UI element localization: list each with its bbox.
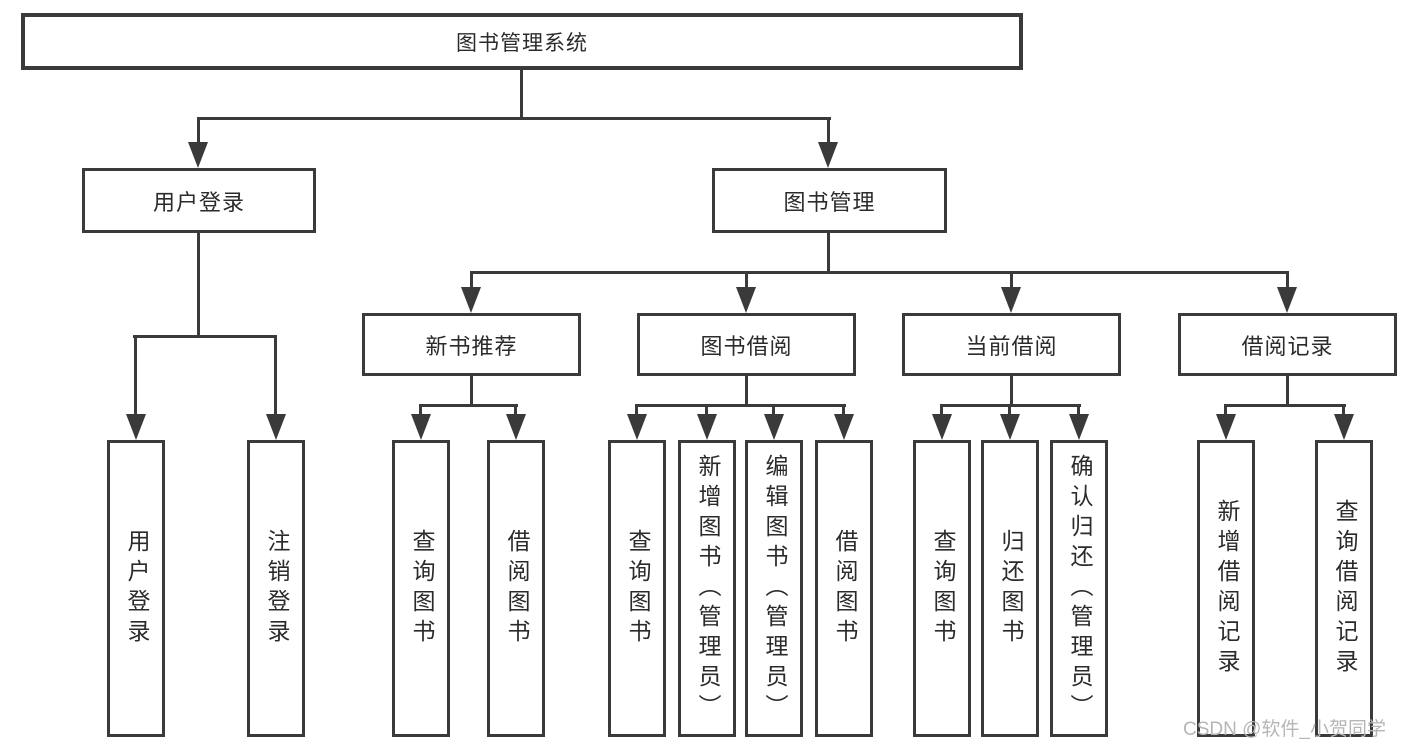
connector-arrow	[188, 142, 208, 168]
connector-line	[940, 404, 943, 416]
leaf-query-books-recommend: 查询图书	[392, 440, 450, 737]
node-book-borrowing: 图书借阅	[637, 313, 856, 376]
connector-arrow	[411, 414, 431, 440]
connector-arrow	[1216, 414, 1236, 440]
connector-line	[1010, 271, 1013, 289]
node-book-management: 图书管理	[712, 168, 947, 233]
connector-line	[1224, 404, 1346, 407]
connector-line	[635, 404, 638, 416]
connector-line	[1008, 404, 1011, 416]
connector-line	[827, 117, 830, 145]
connector-arrow	[834, 414, 854, 440]
connector-line	[1077, 404, 1080, 416]
node-user-login: 用户登录	[82, 168, 316, 233]
connector-arrow	[932, 414, 952, 440]
connector-arrow	[1069, 414, 1089, 440]
connector-arrow	[461, 287, 481, 313]
connector-line	[842, 404, 845, 416]
connector-line	[197, 117, 200, 145]
node-borrowing-records: 借阅记录	[1178, 313, 1397, 376]
connector-line	[197, 233, 200, 337]
connector-line	[745, 271, 748, 289]
connector-line	[470, 376, 473, 406]
csdn-watermark: CSDN @软件_小贺同学	[1183, 719, 1386, 740]
connector-line	[1342, 404, 1345, 416]
connector-arrow	[1001, 287, 1021, 313]
leaf-confirm-return-admin: 确认归还（管理员）	[1050, 440, 1108, 737]
connector-line	[419, 404, 518, 407]
leaf-borrow-books-recommend: 借阅图书	[487, 440, 545, 737]
node-current-borrowing: 当前借阅	[902, 313, 1121, 376]
leaf-user-login: 用户登录	[107, 440, 165, 737]
connector-line	[1224, 404, 1227, 416]
connector-line	[1286, 271, 1289, 289]
leaf-query-borrow-record: 查询借阅记录	[1315, 440, 1373, 737]
leaf-edit-books-admin: 编辑图书（管理员）	[745, 440, 803, 737]
leaf-return-books: 归还图书	[981, 440, 1039, 737]
connector-arrow	[1277, 287, 1297, 313]
leaf-logout: 注销登录	[247, 440, 305, 737]
connector-line	[827, 233, 830, 274]
connector-line	[134, 335, 137, 418]
connector-line	[197, 117, 831, 120]
connector-line	[274, 335, 277, 418]
leaf-add-borrow-record: 新增借阅记录	[1197, 440, 1255, 737]
connector-line	[419, 404, 422, 416]
leaf-query-books-current: 查询图书	[913, 440, 971, 737]
connector-line	[520, 70, 523, 120]
connector-arrow	[736, 287, 756, 313]
connector-arrow	[1334, 414, 1354, 440]
connector-line	[133, 335, 277, 338]
connector-arrow	[506, 414, 526, 440]
connector-arrow	[126, 414, 146, 440]
node-new-book-recommend: 新书推荐	[362, 313, 581, 376]
leaf-query-books-borrowing: 查询图书	[608, 440, 666, 737]
connector-line	[470, 271, 473, 289]
connector-arrow	[266, 414, 286, 440]
connector-arrow	[627, 414, 647, 440]
connector-line	[1010, 376, 1013, 406]
connector-arrow	[818, 142, 838, 168]
leaf-add-books-admin: 新增图书（管理员）	[678, 440, 736, 737]
leaf-borrow-books: 借阅图书	[815, 440, 873, 737]
connector-line	[1286, 376, 1289, 406]
connector-line	[745, 376, 748, 406]
connector-arrow	[764, 414, 784, 440]
connector-line	[705, 404, 708, 416]
connector-line	[772, 404, 775, 416]
connector-arrow	[697, 414, 717, 440]
connector-arrow	[1000, 414, 1020, 440]
connector-line	[470, 271, 1289, 274]
connector-line	[514, 404, 517, 416]
connector-line	[635, 404, 846, 407]
node-library-management-system: 图书管理系统	[21, 13, 1023, 70]
